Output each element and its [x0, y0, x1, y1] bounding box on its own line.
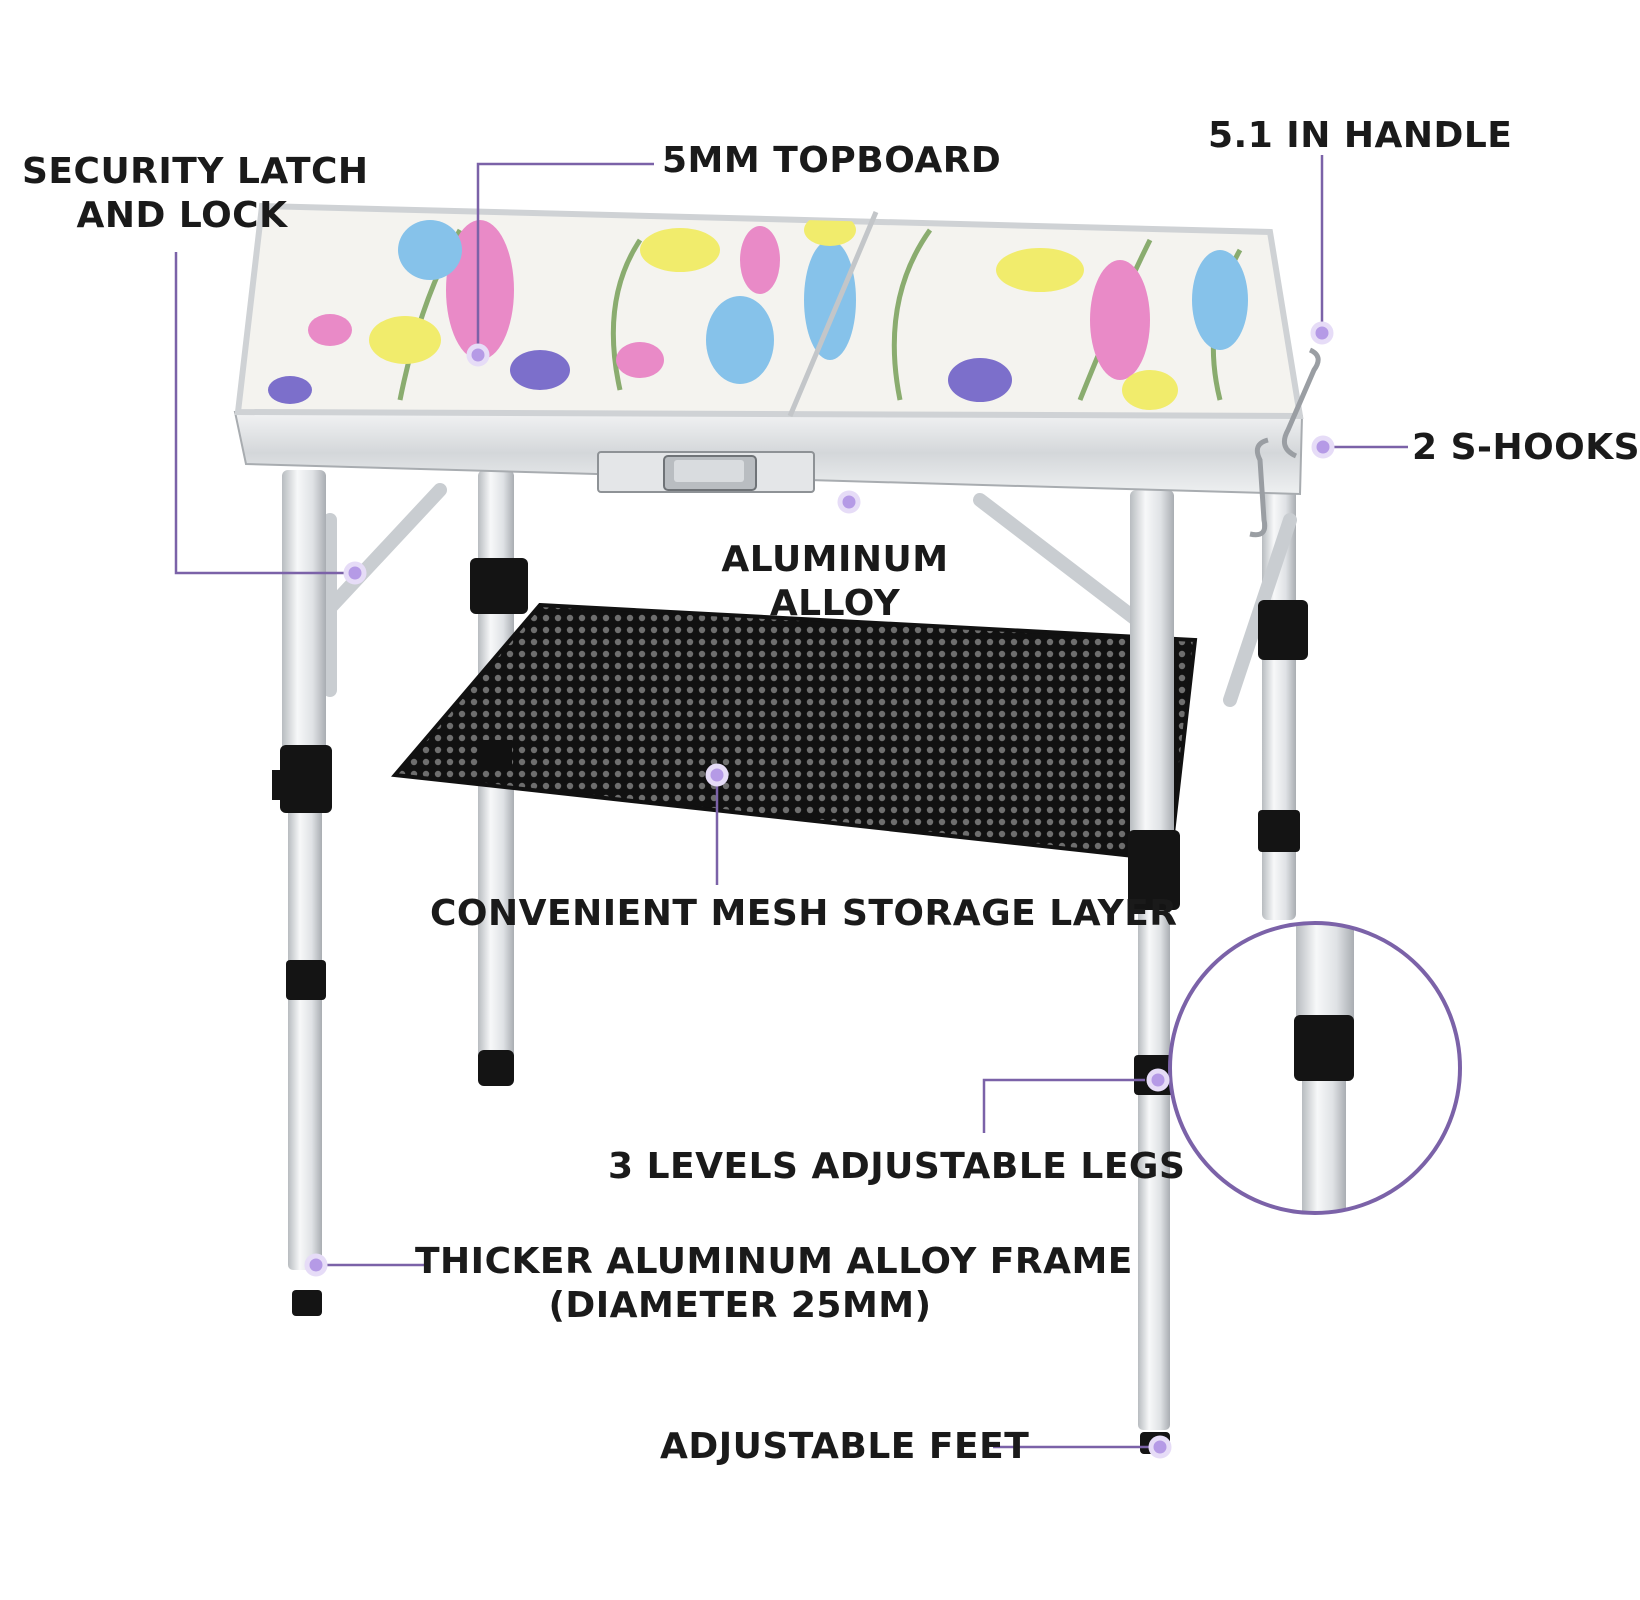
adjustable-feet-label: ADJUSTABLE FEET [660, 1426, 1030, 1467]
frame-label: THICKER ALUMINUM ALLOY FRAME (DIAMETER 2… [415, 1240, 1133, 1328]
topboard-label: 5MM TOPBOARD [662, 140, 1002, 181]
callout-lines [174, 155, 1408, 1449]
front-legs [272, 470, 1180, 1454]
aluminum-alloy-line-2: ALLOY [769, 583, 901, 624]
frame-line-2: (DIAMETER 25MM) [548, 1285, 932, 1326]
leg-detail-zoom [1168, 921, 1462, 1215]
s-hooks-label: 2 S-HOOKS [1412, 427, 1640, 468]
product-illustration [174, 155, 1462, 1459]
security-latch-line-1: SECURITY LATCH [22, 151, 369, 192]
handle-label: 5.1 IN HANDLE [1208, 115, 1513, 156]
callout-dots [304, 321, 1335, 1459]
table-rim [233, 410, 1304, 496]
frame-line-1: THICKER ALUMINUM ALLOY FRAME [415, 1241, 1133, 1282]
mesh-layer-label: CONVENIENT MESH STORAGE LAYER [430, 893, 1178, 934]
security-latch-line-2: AND LOCK [76, 195, 288, 236]
s-hook-icon [1249, 347, 1321, 538]
security-latch-label: SECURITY LATCH AND LOCK [22, 150, 369, 238]
aluminum-alloy-label: ALUMINUM ALLOY [720, 538, 950, 626]
aluminum-alloy-line-1: ALUMINUM [721, 539, 949, 580]
flower-clusters [268, 214, 1248, 410]
floral-topboard [234, 202, 1304, 420]
adjustable-legs-label: 3 LEVELS ADJUSTABLE LEGS [608, 1146, 1186, 1187]
